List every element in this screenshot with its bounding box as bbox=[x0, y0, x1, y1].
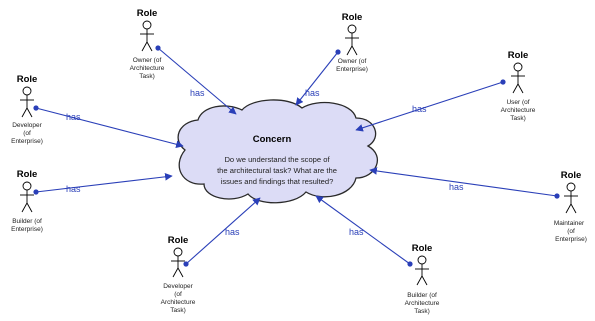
role-desc-line-3: Task) bbox=[414, 308, 430, 315]
role-maintainer-enterprise: Role Maintainer (of Enterprise) bbox=[554, 170, 587, 243]
role-title: Role bbox=[561, 170, 582, 181]
relation-label-owner-task: has bbox=[190, 88, 205, 98]
concern-line-3: issues and findings that resulted? bbox=[221, 177, 334, 186]
dot-owner-enterprise bbox=[335, 49, 341, 55]
role-owner-task: Role Owner (of Architecture Task) bbox=[130, 8, 165, 80]
connector-user-task bbox=[355, 81, 504, 132]
role-desc-line-2: (of bbox=[23, 130, 31, 137]
stick-figure-icon bbox=[20, 86, 34, 118]
relation-label-maintainer-enterprise: has bbox=[449, 182, 464, 192]
role-desc-line-4: Task) bbox=[170, 307, 186, 314]
role-desc-line-1: Builder (of bbox=[407, 292, 437, 299]
connector-owner-enterprise bbox=[295, 51, 339, 106]
concern-line-2: the architectural task? What are the bbox=[217, 166, 337, 175]
relation-label-builder-enterprise: has bbox=[66, 184, 81, 194]
dot-maintainer-enterprise bbox=[554, 193, 560, 199]
dot-builder-enterprise bbox=[33, 189, 39, 195]
stick-figure-icon bbox=[564, 182, 578, 214]
role-developer-task: Role Developer (of Architecture Task) bbox=[161, 235, 196, 314]
role-title: Role bbox=[508, 50, 529, 61]
role-desc-line-2: Enterprise) bbox=[336, 66, 368, 73]
role-desc-line-1: Developer bbox=[12, 122, 42, 129]
role-title: Role bbox=[168, 235, 189, 246]
role-title: Role bbox=[342, 12, 363, 23]
dot-user-task bbox=[500, 79, 506, 85]
dot-builder-task bbox=[407, 261, 413, 267]
role-user-task: Role User (of Architecture Task) bbox=[501, 50, 536, 122]
role-desc-line-2: Architecture bbox=[130, 65, 165, 72]
role-desc-line-2: Enterprise) bbox=[11, 226, 43, 233]
role-desc-line-1: Builder (of bbox=[12, 218, 42, 225]
role-title: Role bbox=[137, 8, 158, 19]
stick-figure-icon bbox=[415, 255, 429, 286]
role-builder-task: Role Builder (of Architecture Task) bbox=[405, 243, 440, 315]
relation-label-developer-task: has bbox=[225, 227, 240, 237]
role-desc-line-1: Maintainer bbox=[554, 220, 585, 227]
stick-figure-icon bbox=[345, 24, 359, 56]
concern-line-1: Do we understand the scope of bbox=[224, 155, 330, 164]
role-desc-line-1: User (of bbox=[506, 99, 529, 106]
concern-title: Concern bbox=[253, 134, 292, 145]
connectors bbox=[35, 47, 558, 265]
relation-label-builder-task: has bbox=[349, 227, 364, 237]
connector-dots bbox=[33, 45, 560, 267]
role-desc-line-3: Task) bbox=[139, 73, 155, 80]
role-desc-line-3: Architecture bbox=[161, 299, 196, 306]
role-desc-line-2: (of bbox=[174, 291, 182, 298]
role-desc-line-3: Task) bbox=[510, 115, 526, 122]
relation-label-user-task: has bbox=[412, 104, 427, 114]
role-developer-enterprise: Role Developer (of Enterprise) bbox=[11, 74, 43, 145]
dot-developer-enterprise bbox=[33, 105, 39, 111]
role-builder-enterprise: Role Builder (of Enterprise) bbox=[11, 169, 43, 233]
role-title: Role bbox=[412, 243, 433, 254]
dot-owner-task bbox=[155, 45, 161, 51]
connector-developer-enterprise bbox=[35, 107, 184, 148]
stick-figure-icon bbox=[511, 62, 525, 94]
connector-maintainer-enterprise bbox=[369, 167, 558, 197]
stick-figure-icon bbox=[20, 181, 34, 213]
connector-builder-task bbox=[315, 195, 411, 265]
role-desc-line-1: Developer bbox=[163, 283, 193, 290]
stick-figure-icon bbox=[171, 247, 185, 278]
role-desc-line-3: Enterprise) bbox=[555, 236, 587, 243]
role-title: Role bbox=[17, 169, 38, 180]
role-desc-line-1: Owner (of bbox=[338, 58, 367, 65]
relation-labels: has has has has has has has has bbox=[66, 88, 464, 237]
connector-owner-task bbox=[157, 47, 237, 115]
relation-label-owner-enterprise: has bbox=[305, 88, 320, 98]
relation-label-developer-enterprise: has bbox=[66, 112, 81, 122]
dot-developer-task bbox=[183, 261, 189, 267]
connector-builder-enterprise bbox=[35, 172, 173, 193]
role-title: Role bbox=[17, 74, 38, 85]
role-desc-line-1: Owner (of bbox=[133, 57, 162, 64]
stick-figure-icon bbox=[140, 20, 154, 52]
concern-node: Concern Do we understand the scope of th… bbox=[177, 99, 378, 204]
role-desc-line-2: Architecture bbox=[405, 300, 440, 307]
concern-cloud-shape bbox=[177, 99, 378, 204]
connector-developer-task bbox=[185, 197, 261, 265]
role-desc-line-2: Architecture bbox=[501, 107, 536, 114]
role-owner-enterprise: Role Owner (of Enterprise) bbox=[336, 12, 368, 73]
role-desc-line-3: Enterprise) bbox=[11, 138, 43, 145]
role-desc-line-2: (of bbox=[567, 228, 575, 235]
